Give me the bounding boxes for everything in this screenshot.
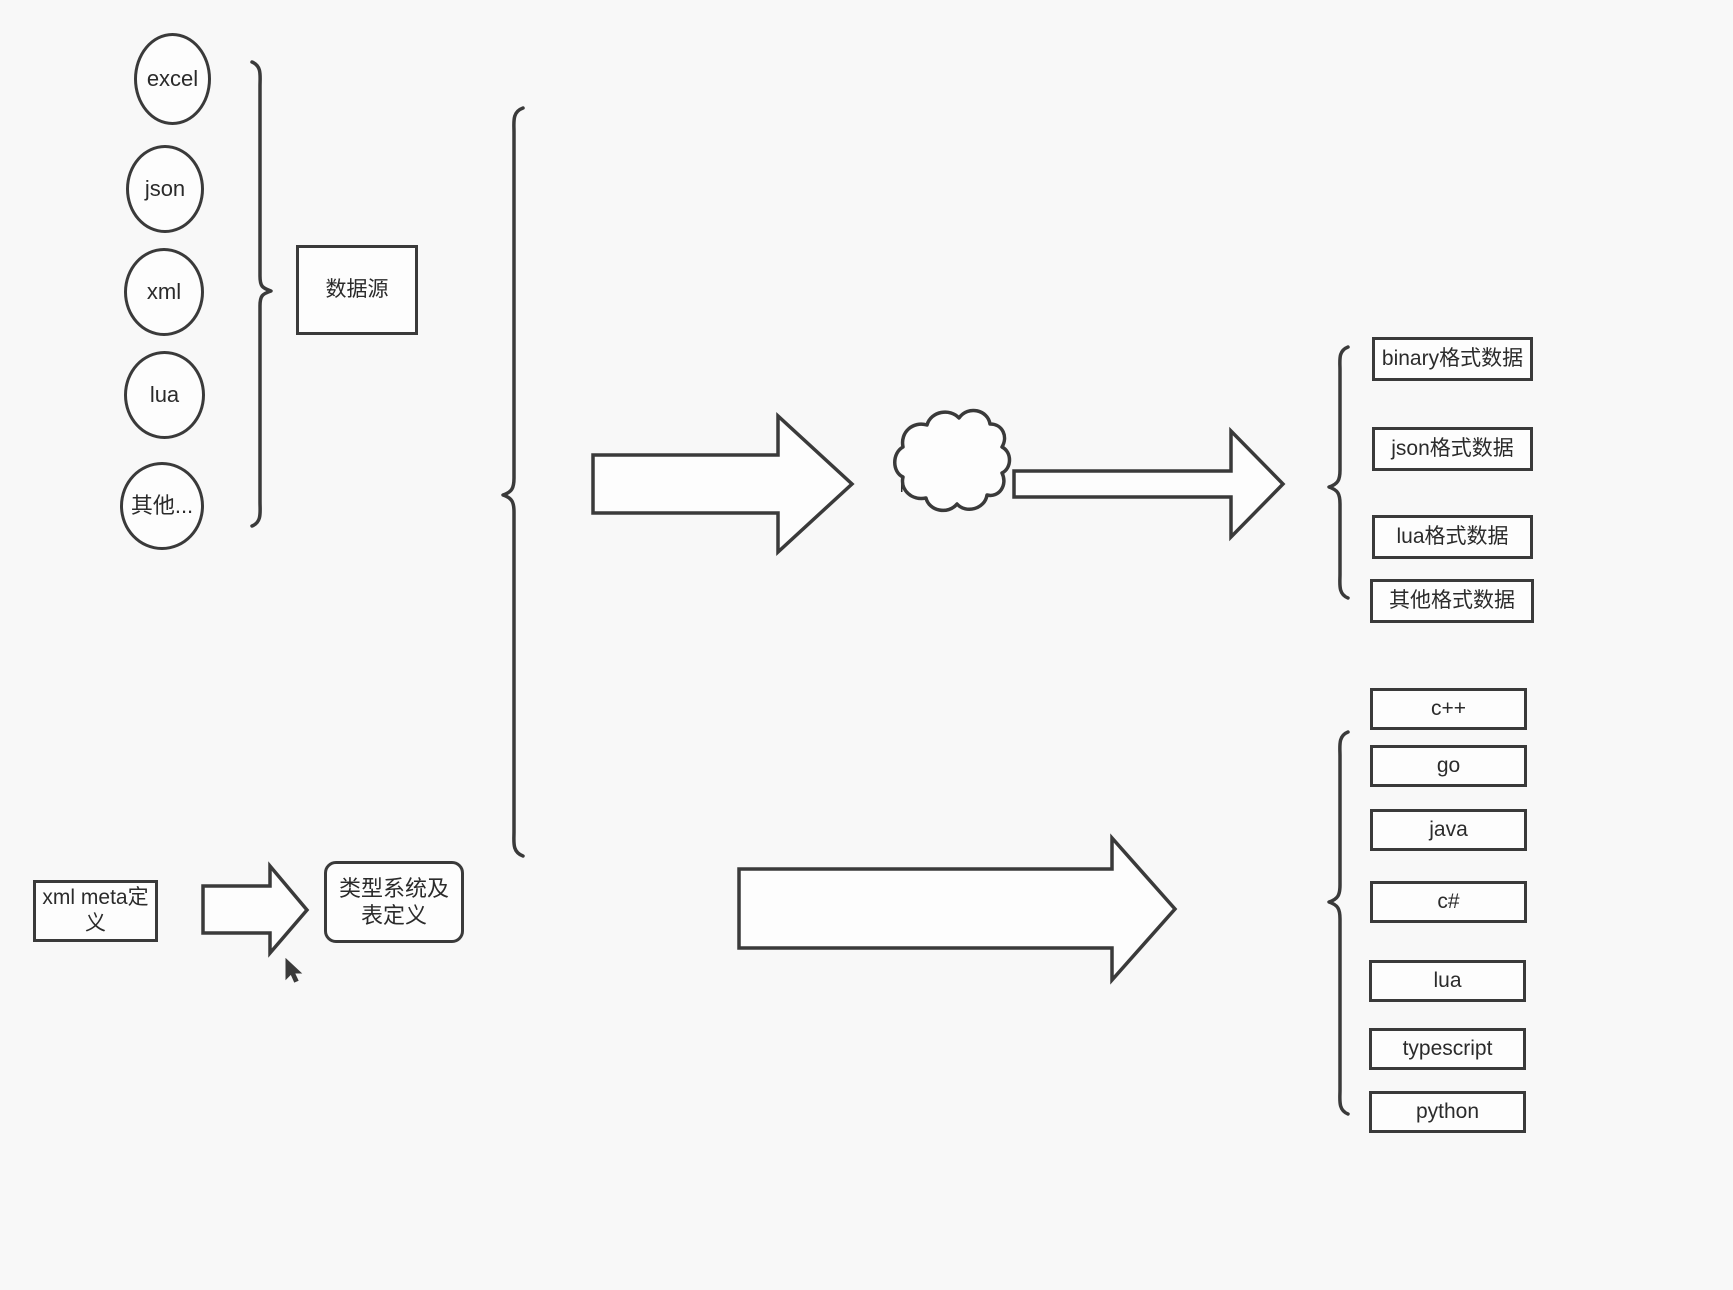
source-node-xml[interactable]: xml <box>124 248 204 336</box>
output-language-label: lua <box>1433 968 1462 992</box>
source-label: lua <box>149 382 180 408</box>
xml-meta-definition-label: xml meta定义 <box>42 885 149 935</box>
source-node-json[interactable]: json <box>126 145 204 233</box>
codegen-arrow-label: 根据定义生成代码 <box>846 898 1014 921</box>
data-source-box[interactable]: 数据源 <box>296 245 418 335</box>
output-formats-brace <box>1327 345 1350 600</box>
output-language-label: typescript <box>1402 1036 1493 1060</box>
output-language-label: python <box>1415 1099 1480 1123</box>
type-system-box[interactable]: 类型系统及表定义 <box>324 861 464 943</box>
load-parse-arrow <box>591 412 855 556</box>
source-label: json <box>144 176 186 202</box>
output-format-label: lua格式数据 <box>1396 524 1509 548</box>
type-system-label: 类型系统及表定义 <box>338 875 449 929</box>
output-language-box-cpp[interactable]: c++ <box>1370 688 1527 730</box>
output-language-box-python[interactable]: python <box>1369 1091 1526 1133</box>
output-language-box-typescript[interactable]: typescript <box>1369 1028 1526 1070</box>
output-language-label: c++ <box>1430 696 1467 720</box>
output-language-box-go[interactable]: go <box>1370 745 1527 787</box>
source-group-brace <box>250 60 273 528</box>
xml-meta-definition-box[interactable]: xml meta定义 <box>33 880 158 942</box>
output-language-label: c# <box>1437 889 1460 913</box>
output-languages-brace <box>1327 730 1350 1116</box>
source-node-lua[interactable]: lua <box>124 351 205 439</box>
output-language-box-lua[interactable]: lua <box>1369 960 1526 1002</box>
source-label: 其他... <box>130 493 194 519</box>
output-language-label: java <box>1429 817 1468 841</box>
output-language-box-csharp[interactable]: c# <box>1370 881 1527 923</box>
compile-arrow-label: 编译 <box>229 900 271 923</box>
mouse-cursor <box>285 958 303 983</box>
output-format-box-other[interactable]: 其他格式数据 <box>1370 579 1534 623</box>
codegen-arrow <box>737 833 1178 985</box>
compile-arrow <box>201 861 310 958</box>
filter-arrow <box>1012 426 1286 542</box>
output-format-label: json格式数据 <box>1391 436 1514 460</box>
output-language-label: go <box>1436 753 1461 777</box>
source-label: xml <box>146 279 182 305</box>
output-format-box-lua[interactable]: lua格式数据 <box>1372 515 1533 559</box>
internal-data-label: 内部数据 <box>899 472 979 495</box>
output-format-label: binary格式数据 <box>1381 346 1524 370</box>
source-label: excel <box>146 66 199 92</box>
data-source-label: 数据源 <box>325 277 389 301</box>
output-format-label: 其他格式数据 <box>1389 588 1515 612</box>
source-node-excel[interactable]: excel <box>134 33 211 125</box>
output-language-box-java[interactable]: java <box>1370 809 1527 851</box>
output-format-box-binary[interactable]: binary格式数据 <box>1372 337 1533 381</box>
source-node-other[interactable]: 其他... <box>120 462 204 550</box>
output-format-box-json[interactable]: json格式数据 <box>1372 427 1533 471</box>
load-parse-arrow-label: 加载和解析 <box>665 473 771 496</box>
filter-arrow-label: 校验、分组、标签过滤 <box>1026 473 1236 496</box>
pipeline-input-brace <box>501 106 525 858</box>
